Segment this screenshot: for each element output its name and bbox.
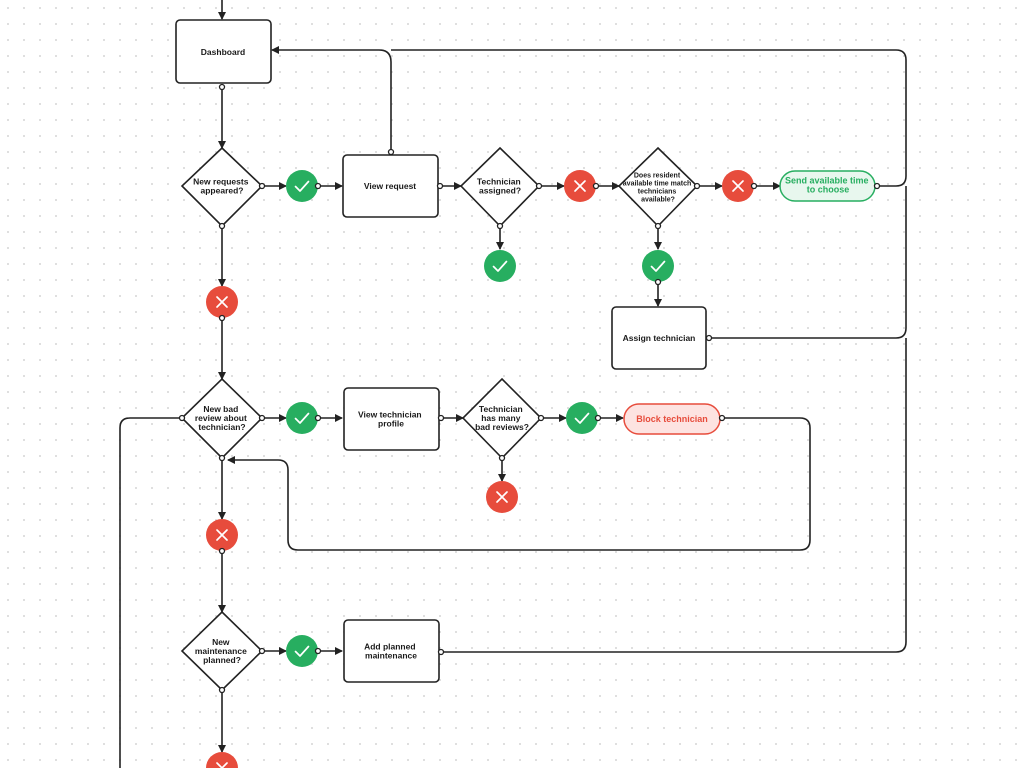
cross-icon: [486, 481, 518, 513]
resident-time-match-label-line1: Does resident: [634, 173, 681, 180]
block-technician-label: Block technician: [636, 414, 708, 424]
add-planned-maintenance-label-line2: maintenance: [365, 651, 417, 661]
resident-time-match-decision[interactable]: Does resident available time match techn…: [617, 146, 699, 228]
new-requests-decision[interactable]: New requests appeared?: [180, 146, 264, 228]
view-request-label: View request: [364, 181, 416, 191]
many-bad-reviews-label-line1: Technician: [479, 404, 523, 414]
svg-text:Technician assigned?: Technician assigned?: [477, 177, 523, 196]
check-icon: [484, 250, 516, 282]
assign-technician-label: Assign technician: [623, 333, 696, 343]
cross-icon: [206, 519, 238, 551]
new-maintenance-label-line3: planned?: [203, 655, 241, 665]
resident-time-match-label-line2: available time match: [623, 181, 691, 188]
svg-text:New bad review about: New bad review about technician?: [195, 404, 249, 432]
send-available-time-label-line2: to choose: [807, 185, 850, 195]
new-bad-review-label-line1: New bad: [203, 404, 238, 414]
technician-assigned-label-line1: Technician: [477, 177, 521, 187]
new-bad-review-label-line2: review about: [195, 413, 247, 423]
technician-assigned-label-line2: assigned?: [479, 186, 521, 196]
svg-text:View technician profile: View technician profile: [358, 410, 424, 429]
check-icon: [642, 250, 674, 282]
new-maintenance-label-line1: New: [212, 637, 230, 647]
resident-time-match-label-line3: technicians: [638, 189, 677, 196]
send-available-time-node[interactable]: Send available time to choose: [779, 170, 876, 202]
block-technician-node[interactable]: Block technician: [623, 403, 721, 435]
new-requests-label-line2: appeared?: [201, 186, 244, 196]
view-technician-profile-label-line1: View technician: [358, 410, 422, 420]
dashboard-label: Dashboard: [201, 47, 245, 57]
check-icon: [286, 402, 318, 434]
new-bad-review-label-line3: technician?: [198, 422, 245, 432]
connectors: [119, 0, 907, 768]
check-icon: [286, 170, 318, 202]
dashboard-node[interactable]: Dashboard: [175, 19, 272, 84]
view-technician-profile-node[interactable]: View technician profile: [343, 387, 440, 451]
technician-assigned-decision[interactable]: Technician assigned?: [459, 146, 541, 228]
svg-text:Does resident available: Does resident available time match techn…: [623, 173, 693, 204]
new-requests-label-line1: New requests: [193, 177, 249, 187]
send-available-time-label-line1: Send available time: [785, 176, 869, 186]
many-bad-reviews-label-line2: has many: [481, 413, 520, 423]
add-planned-maintenance-node[interactable]: Add planned maintenance: [343, 619, 440, 683]
cross-icon: [564, 170, 596, 202]
cross-icon: [206, 752, 238, 768]
resident-time-match-label-line4: available?: [641, 197, 675, 204]
check-icon: [286, 635, 318, 667]
cross-icon: [722, 170, 754, 202]
check-icon: [566, 402, 598, 434]
svg-text:New maintenance pl: New maintenance planned?: [195, 637, 249, 665]
assign-technician-node[interactable]: Assign technician: [611, 306, 707, 370]
yes-no-badges: [206, 170, 754, 768]
connection-ports: [178, 83, 881, 694]
cross-icon: [206, 286, 238, 318]
view-request-node[interactable]: View request: [342, 154, 439, 218]
new-maintenance-decision[interactable]: New maintenance planned?: [180, 610, 264, 692]
add-planned-maintenance-label-line1: Add planned: [364, 642, 415, 652]
many-bad-reviews-decision[interactable]: Technician has many bad reviews?: [461, 377, 543, 460]
new-maintenance-label-line2: maintenance: [195, 646, 247, 656]
svg-text:Technician has many: Technician has many bad reviews?: [475, 404, 529, 432]
svg-text:New requests appeared?: New requests appeared?: [193, 177, 251, 196]
new-bad-review-decision[interactable]: New bad review about technician?: [180, 377, 264, 460]
svg-text:Send available time to c: Send available time to choose: [785, 176, 871, 195]
svg-text:Add planned maintenance: Add planned maintenance: [364, 642, 418, 661]
many-bad-reviews-label-line3: bad reviews?: [475, 422, 529, 432]
view-technician-profile-label-line2: profile: [378, 419, 404, 429]
